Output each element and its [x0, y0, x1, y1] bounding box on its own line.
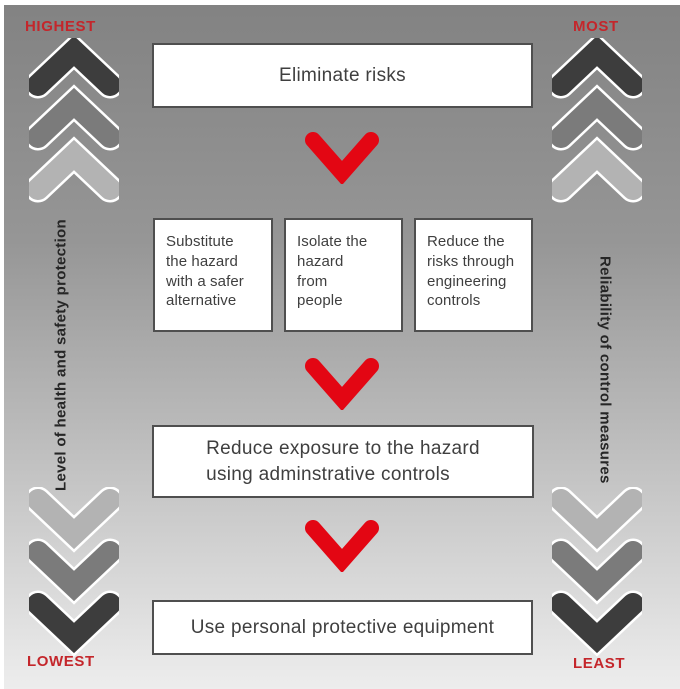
- chevron-up-icon: [29, 38, 119, 203]
- control-level-text: Use personal protective equipment: [190, 616, 495, 638]
- chevron-up-group-left: [29, 38, 119, 208]
- chevron-down-icon: [29, 487, 119, 657]
- corner-label-least: LEAST: [573, 655, 626, 672]
- chevron-up-group-right: [552, 38, 642, 208]
- corner-label-highest: HIGHEST: [25, 18, 96, 35]
- control-level-box-substitute: Substitute the hazard with a safer alter…: [153, 218, 273, 332]
- chevron-up-icon: [552, 38, 642, 203]
- axis-label-health-safety-protection: Level of health and safety protection: [52, 219, 70, 491]
- control-level-box-ppe: Use personal protective equipment: [152, 600, 533, 655]
- top-white-edge: [0, 0, 680, 5]
- left-white-edge: [0, 0, 4, 689]
- arrow-down-icon: [303, 356, 381, 410]
- arrow-down-icon: [303, 130, 381, 184]
- chevron-down-group-left: [29, 487, 119, 657]
- chevron-down-icon: [552, 487, 642, 657]
- control-level-box-isolate: Isolate the hazard from people: [284, 218, 403, 332]
- control-level-box-administrative: Reduce exposure to the hazard using admi…: [152, 425, 534, 498]
- control-level-text: Eliminate risks: [279, 64, 406, 86]
- corner-label-most: MOST: [573, 18, 619, 35]
- control-level-text: Reduce exposure to the hazard using admi…: [206, 437, 480, 485]
- arrow-down-icon: [303, 518, 381, 572]
- corner-label-lowest: LOWEST: [27, 653, 95, 670]
- chevron-down-group-right: [552, 487, 642, 657]
- axis-label-reliability-control-measures: Reliability of control measures: [596, 256, 614, 484]
- control-level-box-eliminate: Eliminate risks: [152, 43, 533, 108]
- control-level-box-engineering: Reduce the risks through engineering con…: [414, 218, 533, 332]
